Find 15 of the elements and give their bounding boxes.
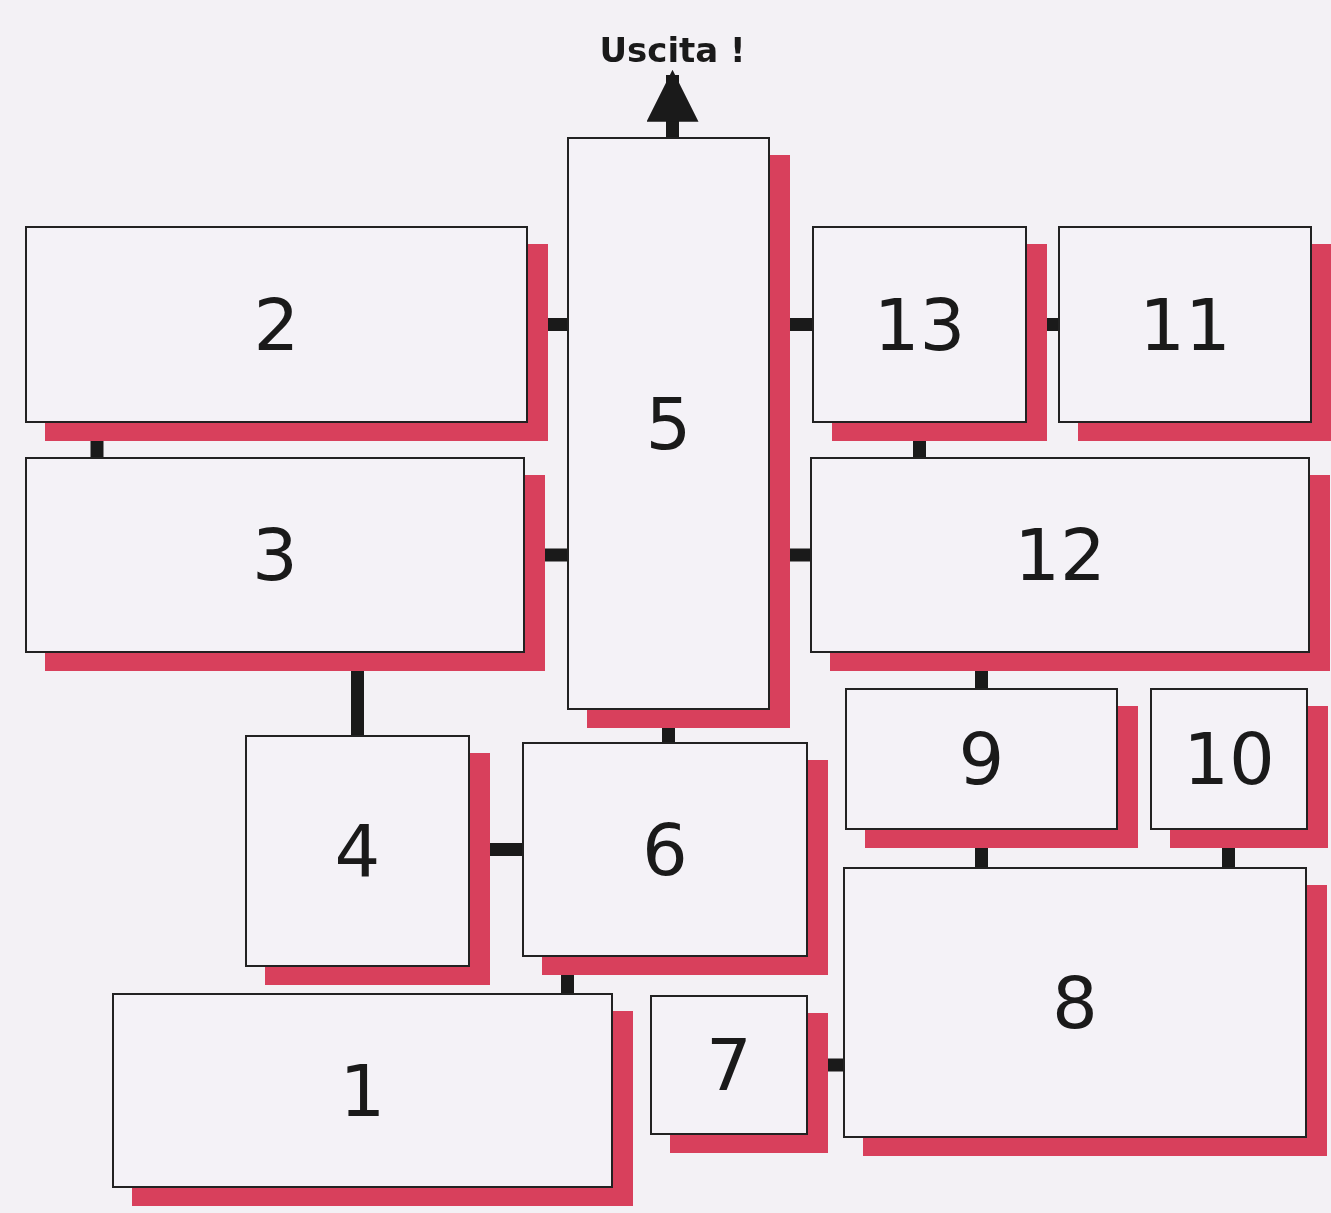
room-number: 7	[706, 1023, 752, 1107]
room-number: 8	[1052, 960, 1098, 1045]
exit-arrow	[646, 69, 699, 137]
room-number: 2	[253, 282, 300, 367]
room-number: 6	[642, 807, 688, 892]
room-number: 1	[339, 1048, 386, 1133]
exit-text: Uscita !	[599, 30, 746, 70]
room-number: 13	[873, 282, 966, 367]
room-number: 11	[1139, 282, 1231, 367]
room-number: 4	[334, 809, 381, 893]
room-number: 10	[1183, 717, 1275, 801]
room-number: 3	[252, 513, 298, 597]
room-number: 12	[1014, 513, 1106, 597]
room-number: 5	[645, 381, 692, 466]
room-number: 9	[958, 717, 1005, 801]
